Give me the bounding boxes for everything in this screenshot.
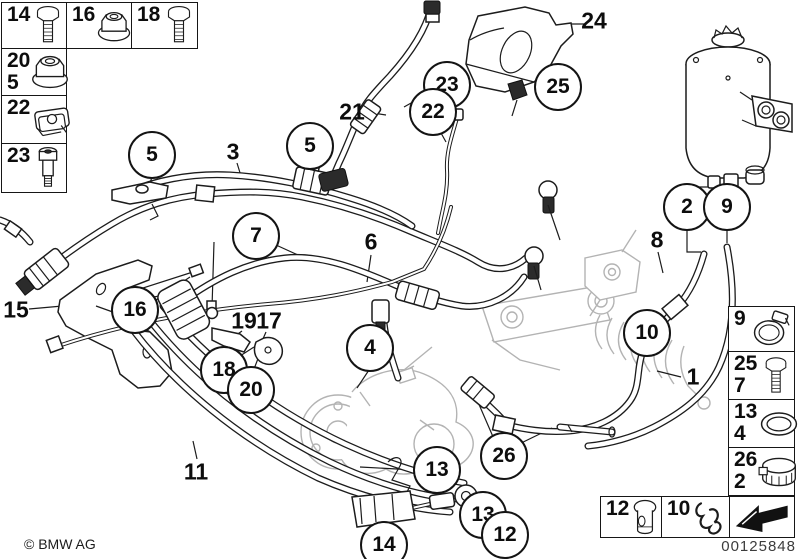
flange-nut-icon [30,49,70,95]
legend-num: 9 [734,307,746,330]
copyright-notice: © BMW AG [24,536,96,552]
callout-circle-14[interactable]: 14 [360,521,408,559]
legend-num: 4 [734,422,746,445]
callout-circle-10[interactable]: 10 [623,309,671,357]
callout-circle-20[interactable]: 20 [227,366,275,414]
legend-num: 25 [734,352,758,375]
legend-box-13-4[interactable]: 13 4 [728,399,798,448]
hex-bolt-icon [30,3,66,48]
legend-num: 12 [606,497,630,520]
fluid-reservoir-illustration [685,24,793,189]
legend-num: 7 [734,374,746,397]
legend-box-18[interactable]: 18 [131,2,198,49]
legend-box-20-5[interactable]: 20 5 [1,48,70,96]
legend-num: 5 [7,71,19,94]
legend-box-26-2[interactable]: 26 2 [728,447,797,496]
callout-label-19[interactable]: 19 [231,307,257,334]
legend-box-16[interactable]: 16 [66,2,132,49]
hex-bolt-icon [757,352,794,399]
legend-box-next-arrow[interactable] [729,496,795,538]
stud-bolt-icon [30,144,66,192]
legend-num: 2 [734,470,746,493]
callout-label-21[interactable]: 21 [339,98,365,125]
worm-clamp-icon [757,448,799,495]
callout-label-1[interactable]: 1 [686,363,700,390]
legend-num: 20 [7,49,31,72]
hose-clamp-icon [746,307,794,351]
screw-plug-icon [629,497,661,537]
legend-box-10[interactable]: 10 [661,496,730,538]
flange-nut-icon [95,3,133,48]
callout-circle-12[interactable]: 12 [481,511,529,559]
callout-circle-4[interactable]: 4 [346,324,394,372]
callout-circle-9[interactable]: 9 [703,183,751,231]
legend-num: 13 [734,400,758,423]
callout-label-3[interactable]: 3 [226,138,240,165]
callout-circle-22[interactable]: 22 [409,88,457,136]
callout-label-11[interactable]: 11 [183,458,209,485]
legend-num: 10 [667,497,691,520]
legend-box-22[interactable]: 22 [1,95,71,144]
callout-circle-5[interactable]: 5 [128,131,176,179]
direction-arrow-icon [730,497,794,537]
legend-num: 18 [137,3,161,26]
legend-num: 14 [7,3,31,26]
callout-label-17[interactable]: 17 [256,307,282,334]
steering-rack-illustration [481,229,711,410]
o-ring-icon [757,400,799,447]
callout-circle-7[interactable]: 7 [232,212,280,260]
hex-bolt-icon [160,3,197,48]
callout-circle-25[interactable]: 25 [534,63,582,111]
legend-num: 16 [72,3,96,26]
callout-label-8[interactable]: 8 [650,226,664,253]
callout-label-24[interactable]: 24 [581,7,607,34]
legend-box-12[interactable]: 12 [600,496,662,538]
legend-box-25-7[interactable]: 25 7 [728,351,795,400]
legend-num: 23 [7,144,31,167]
legend-box-23[interactable]: 23 [1,143,67,193]
callout-circle-13[interactable]: 13 [413,446,461,494]
legend-num: 26 [734,448,758,471]
legend-box-14[interactable]: 14 [1,2,67,49]
callout-label-15[interactable]: 15 [3,296,29,323]
callout-circle-16[interactable]: 16 [111,286,159,334]
cage-clip-icon [30,96,74,143]
legend-box-9[interactable]: 9 [728,306,795,352]
callout-label-6[interactable]: 6 [364,228,378,255]
spring-clip-icon [690,497,730,537]
legend-num: 22 [7,96,31,119]
callout-circle-5[interactable]: 5 [286,122,334,170]
image-number: 00125848 [721,538,796,555]
callout-circle-26[interactable]: 26 [480,432,528,480]
